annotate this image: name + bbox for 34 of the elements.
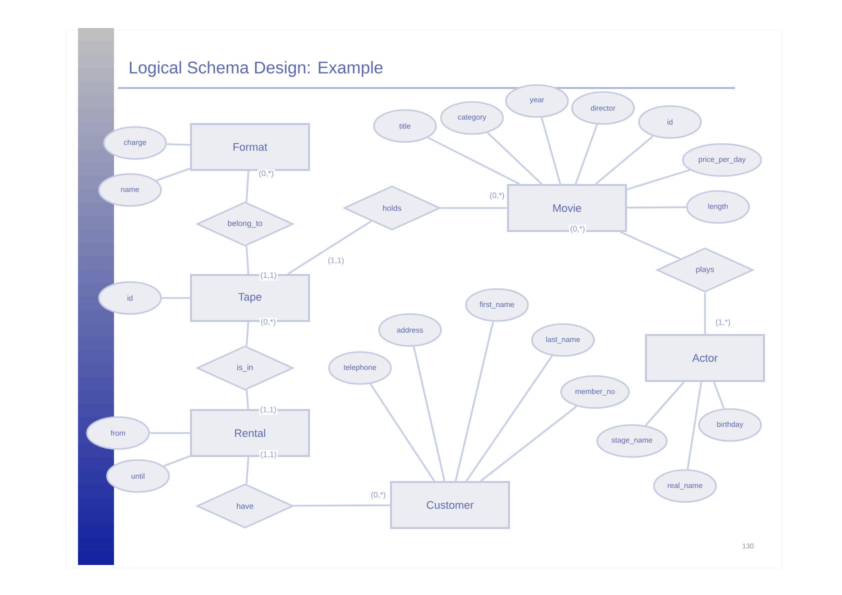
connector-line	[686, 382, 702, 470]
connector-line	[246, 390, 250, 410]
connector-line	[644, 381, 685, 426]
connector-line	[287, 220, 372, 275]
connector-line	[162, 297, 190, 299]
connector-line	[454, 321, 494, 482]
connector-line	[486, 132, 542, 185]
title: Logical Schema Design: Example	[130, 61, 383, 77]
connector-line	[540, 117, 562, 184]
connector-line	[704, 292, 706, 334]
connector-line	[370, 383, 435, 482]
connector-line	[293, 504, 390, 507]
connector-line	[246, 246, 250, 274]
connector-line	[163, 455, 190, 467]
connector-line	[620, 231, 680, 260]
connector-line	[713, 382, 725, 409]
connector-line	[246, 170, 250, 202]
connector-line	[595, 136, 654, 185]
connector-line	[574, 124, 598, 184]
connector-line	[166, 143, 190, 146]
connector-line	[466, 355, 553, 482]
connector-line	[246, 322, 250, 346]
connector-line	[246, 456, 250, 484]
entity-box: Actor	[645, 334, 765, 382]
connector-line	[150, 432, 190, 434]
connector-line	[156, 168, 190, 182]
entity-box: Customer	[390, 481, 510, 529]
connector-line	[627, 206, 686, 208]
connector-line	[626, 169, 690, 190]
connector-line	[480, 406, 578, 482]
entity-box: Format	[190, 123, 310, 171]
connector-line	[440, 207, 507, 209]
connector-line	[412, 346, 446, 482]
connector-line	[428, 136, 520, 185]
